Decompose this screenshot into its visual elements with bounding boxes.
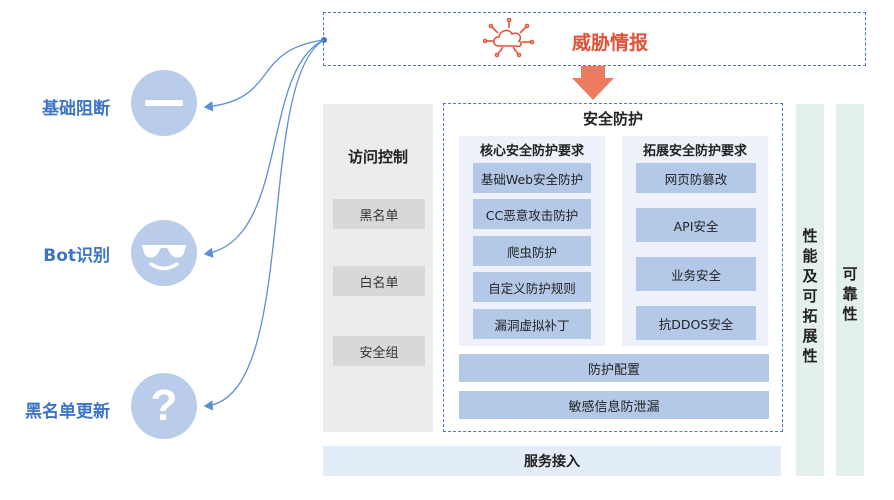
service-access-bar[interactable]: 服务接入 — [323, 446, 781, 476]
ext-item-business[interactable]: 业务安全 — [636, 257, 756, 291]
security-protection-title: 安全防护 — [582, 110, 643, 128]
connector-basic — [203, 39, 325, 112]
reliability-strip — [836, 104, 864, 476]
core-item-virtual-patch[interactable]: 漏洞虚拟补丁 — [473, 309, 591, 339]
threat-intel-box — [323, 12, 866, 66]
sunglasses-face-icon — [131, 220, 197, 286]
connector-bot — [203, 39, 325, 258]
security-group-item[interactable]: 安全组 — [333, 336, 425, 366]
question-mark-icon: ? — [131, 373, 197, 439]
whitelist-item[interactable]: 白名单 — [333, 266, 425, 296]
minus-icon — [131, 70, 197, 136]
sensitive-leak-bar[interactable]: 敏感信息防泄漏 — [459, 391, 769, 419]
core-item-custom-rule[interactable]: 自定义防护规则 — [473, 272, 591, 302]
reliability-label: 可靠性 — [842, 265, 858, 323]
security-protection-box — [443, 103, 783, 432]
left-label-basic: 基础阻断 — [42, 99, 110, 119]
connector-blacklist — [203, 39, 325, 411]
performance-strip — [796, 104, 824, 476]
access-control-title: 访问控制 — [347, 148, 408, 166]
left-label-bot: Bot识别 — [43, 246, 110, 266]
ext-item-api[interactable]: API安全 — [636, 208, 756, 242]
down-arrow — [572, 66, 614, 100]
ext-item-tamper[interactable]: 网页防篡改 — [636, 163, 756, 193]
core-item-web[interactable]: 基础Web安全防护 — [473, 163, 591, 193]
protection-config-bar[interactable]: 防护配置 — [459, 354, 769, 382]
ext-item-ddos[interactable]: 抗DDOS安全 — [636, 306, 756, 340]
threat-intel-title: 威胁情报 — [572, 32, 649, 54]
extended-protection-title: 拓展安全防护要求 — [642, 144, 747, 159]
core-item-cc[interactable]: CC恶意攻击防护 — [473, 199, 591, 229]
blacklist-item[interactable]: 黑名单 — [333, 199, 425, 229]
left-label-blacklist: 黑名单更新 — [25, 402, 110, 422]
performance-label: 性能及可拓展性 — [802, 227, 818, 365]
core-protection-title: 核心安全防护要求 — [479, 144, 584, 159]
cloud-network-icon — [483, 18, 535, 58]
core-item-crawler[interactable]: 爬虫防护 — [473, 236, 591, 266]
